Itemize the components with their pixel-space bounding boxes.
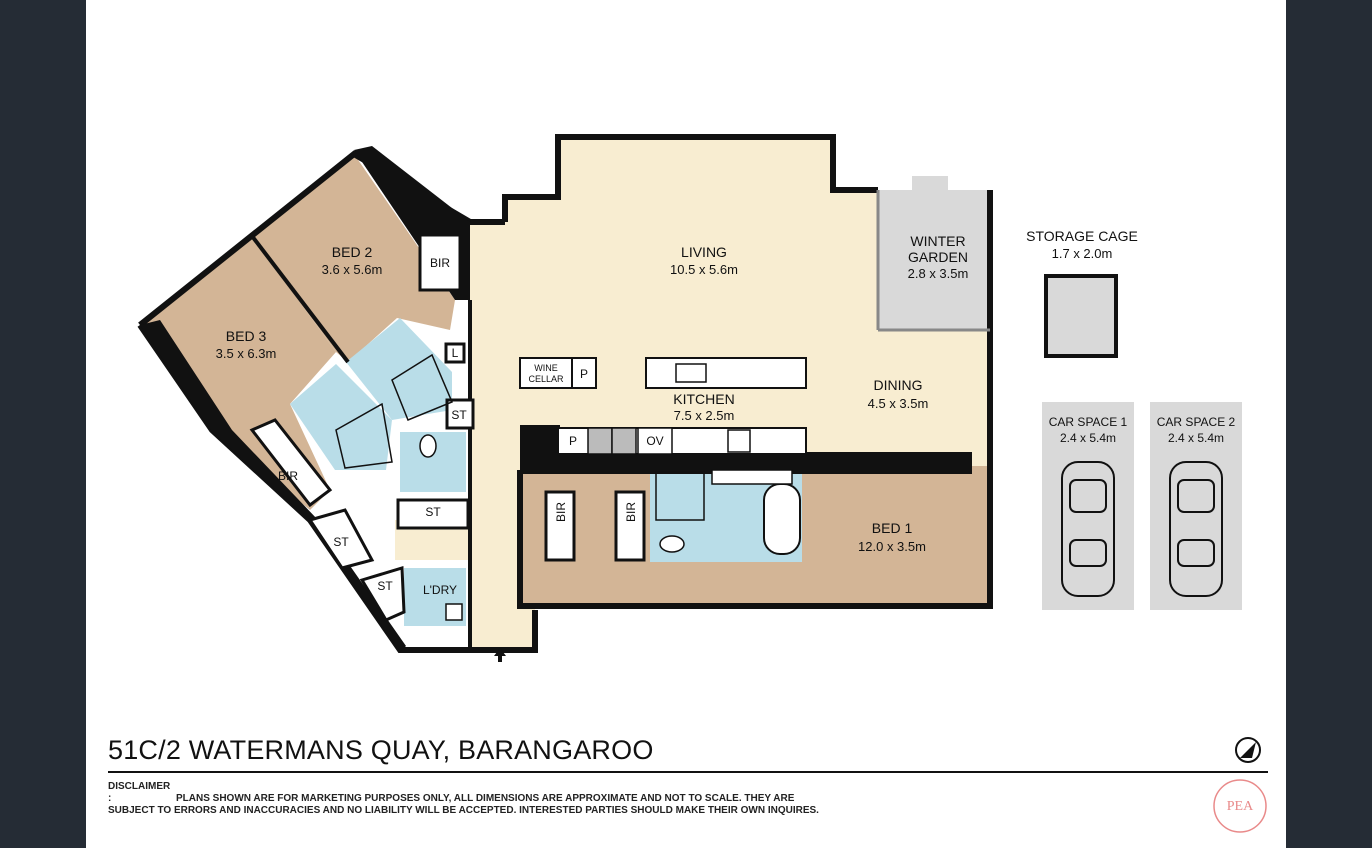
car-space-1-dims: 2.4 x 5.4m xyxy=(1060,431,1116,445)
agency-logo-text: PEA xyxy=(1227,799,1254,814)
winter-garden-label-1: WINTER xyxy=(910,233,965,249)
north-arrow-icon xyxy=(1235,737,1261,763)
car-icon-2 xyxy=(1169,461,1223,597)
car-space-2-label: CAR SPACE 2 xyxy=(1157,415,1236,429)
bed3-shower xyxy=(335,402,393,469)
st-hall-label: ST xyxy=(425,505,441,519)
living-label: LIVING xyxy=(681,244,727,260)
dining-label: DINING xyxy=(874,377,923,393)
bed3-bir-label: BIR xyxy=(278,469,298,483)
disclaimer-line-2: SUBJECT TO ERRORS AND INACCURACIES AND N… xyxy=(108,805,819,816)
bed3-dims: 3.5 x 6.3m xyxy=(216,346,277,361)
oven-label: OV xyxy=(646,434,663,448)
car-space-2-dims: 2.4 x 5.4m xyxy=(1168,431,1224,445)
disclaimer-block: DISCLAIMER : PLANS SHOWN ARE FOR MARKETIN… xyxy=(108,781,868,817)
bed2-ensuite xyxy=(346,318,452,420)
storage-cage-label: STORAGE CAGE xyxy=(1026,228,1138,244)
st-powder xyxy=(445,398,475,430)
living-area-floor xyxy=(395,137,990,650)
bed1-bir-left-label: BIR xyxy=(554,502,568,522)
wine-cellar-label-1: WINE xyxy=(534,363,558,373)
oven xyxy=(637,427,673,455)
fridge-b xyxy=(611,427,637,455)
cooktop xyxy=(727,429,751,453)
fridge-a xyxy=(587,427,613,455)
entry-arrow-icon xyxy=(494,648,506,662)
bath-tub xyxy=(763,483,801,555)
powder-toilet xyxy=(419,434,437,458)
wine-pantry-label: P xyxy=(580,367,588,381)
disclaimer-line-1: PLANS SHOWN ARE FOR MARKETING PURPOSES O… xyxy=(176,793,795,804)
st-laundry-label: ST xyxy=(377,579,393,593)
bed1-toilet xyxy=(659,535,685,553)
kitchen-label: KITCHEN xyxy=(673,391,734,407)
bed2-dims: 3.6 x 5.6m xyxy=(322,262,383,277)
bed1-robe-left xyxy=(544,490,576,562)
bed1-robe-right xyxy=(614,490,646,562)
car-icon-1 xyxy=(1061,461,1115,597)
hall-wall xyxy=(520,425,560,455)
bed3-ensuite xyxy=(290,364,392,470)
winter-garden-floor xyxy=(878,176,990,330)
floor-plan-drawing: LIVING 10.5 x 5.6m WINTER GARDEN 2.8 x 3… xyxy=(137,134,1267,833)
st-corridor xyxy=(307,508,375,570)
outer-thick-wall xyxy=(140,320,406,652)
bed2-shower xyxy=(391,353,453,421)
laundry-label: L'DRY xyxy=(423,583,457,597)
bed2-floor xyxy=(252,154,455,362)
wine-pantry xyxy=(571,357,597,389)
winter-garden-label-2: GARDEN xyxy=(908,249,968,265)
st-laundry xyxy=(359,566,406,622)
property-address-title: 51C/2 WATERMANS QUAY, BARANGAROO xyxy=(108,735,654,765)
bed2-label: BED 2 xyxy=(332,244,373,260)
bed1-dims: 12.0 x 3.5m xyxy=(858,539,926,554)
storage-cage xyxy=(1044,274,1118,358)
kitchen-island xyxy=(645,357,807,389)
living-dims: 10.5 x 5.6m xyxy=(670,262,738,277)
storage-cage-dims: 1.7 x 2.0m xyxy=(1052,246,1113,261)
wine-cellar-label-2: CELLAR xyxy=(528,374,564,384)
car-space-1-label: CAR SPACE 1 xyxy=(1049,415,1128,429)
kitchen-pantry-label: P xyxy=(569,434,577,448)
winter-garden-dims: 2.8 x 3.5m xyxy=(908,266,969,281)
car-space-1 xyxy=(1042,402,1134,610)
car-space-2 xyxy=(1150,402,1242,610)
island-sink xyxy=(675,363,707,383)
bed2-bir-label: BIR xyxy=(430,256,450,270)
bed3-label: BED 3 xyxy=(226,328,267,344)
bed1-vanity xyxy=(711,469,793,485)
bed2-robe xyxy=(418,233,462,292)
bed1-shower xyxy=(655,471,705,521)
disclaimer-heading: DISCLAIMER : xyxy=(108,781,171,804)
floor-plan-sheet: LIVING 10.5 x 5.6m WINTER GARDEN 2.8 x 3… xyxy=(86,0,1286,848)
st-hall xyxy=(396,498,470,530)
kitchen-bed1-wall xyxy=(520,452,972,474)
agency-logo: PEA xyxy=(1213,779,1267,833)
bed3-robe xyxy=(249,418,333,508)
linen-cupboard xyxy=(444,342,466,364)
title-divider xyxy=(108,771,1268,773)
dining-dims: 4.5 x 3.5m xyxy=(868,396,929,411)
laundry-tub xyxy=(445,603,463,621)
bed1-label: BED 1 xyxy=(872,520,913,536)
kitchen-dims: 7.5 x 2.5m xyxy=(674,408,735,423)
wine-cellar xyxy=(519,357,573,389)
bed1-bir-right-label: BIR xyxy=(624,502,638,522)
st-powder-label: ST xyxy=(451,408,467,422)
linen-label: L xyxy=(452,346,459,360)
st-corridor-label: ST xyxy=(333,535,349,549)
